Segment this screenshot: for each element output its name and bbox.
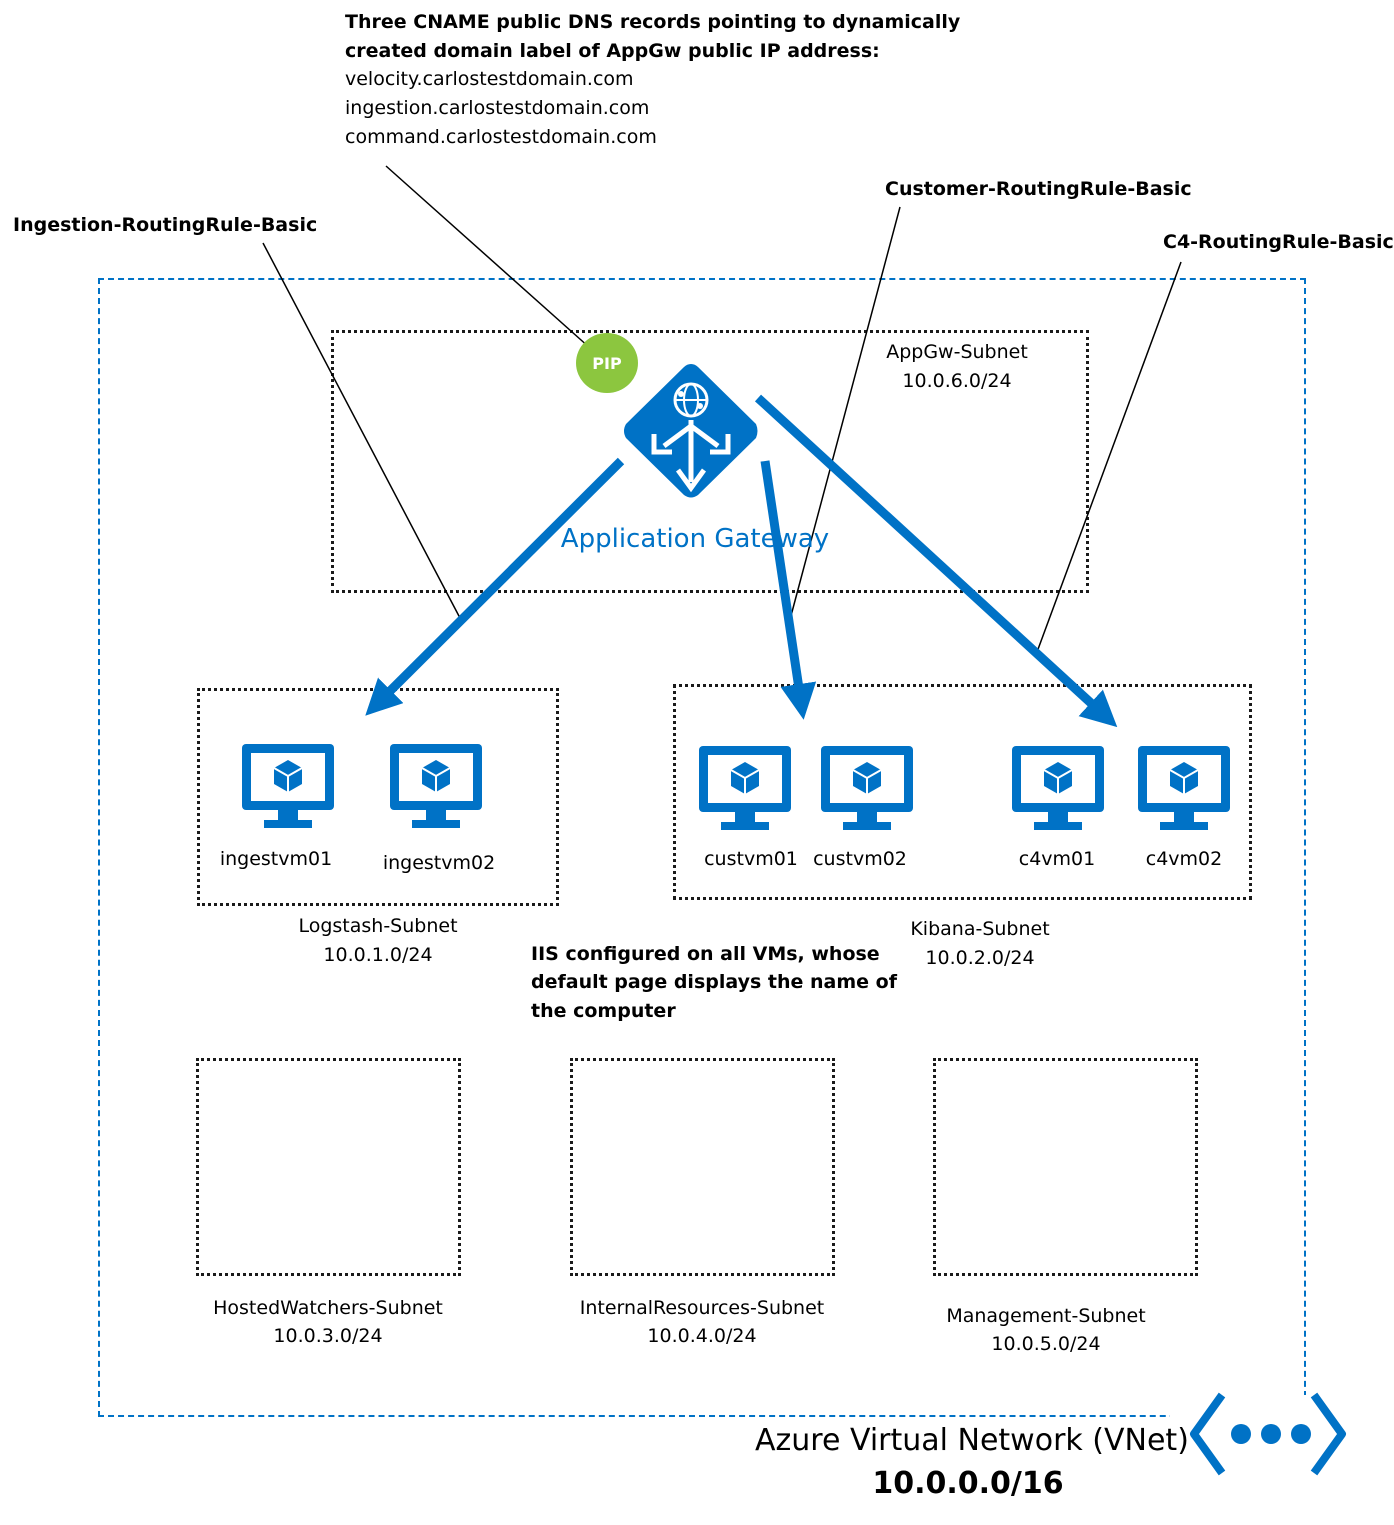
dns-record-ingestion: ingestion.carlostestdomain.com (345, 97, 650, 119)
vm-label-c4vm01: c4vm01 (1018, 848, 1096, 870)
appgw-subnet-box (331, 330, 1089, 593)
vnet-boundary (98, 278, 1306, 1417)
route-arrow-c4 (754, 394, 1118, 728)
vnet-icon (1190, 1392, 1346, 1476)
vm-label-ingestvm02: ingestvm02 (382, 852, 496, 874)
dns-note-title-line2: created domain label of AppGw public IP … (345, 40, 880, 62)
customer-rule-callout-line (787, 206, 901, 628)
customer-routing-rule-label: Customer-RoutingRule-Basic (885, 178, 1192, 200)
vnet-label-gap (1170, 1395, 1310, 1425)
vm-label-ingestvm01: ingestvm01 (219, 848, 333, 870)
application-gateway-icon (624, 364, 758, 498)
c4-routing-rule-label: C4-RoutingRule-Basic (1163, 231, 1394, 253)
pip-badge: PIP (576, 333, 638, 393)
kibana-subnet-cidr: 10.0.2.0/24 (925, 947, 1035, 969)
kibana-subnet-name: Kibana-Subnet (910, 918, 1050, 940)
dns-callout-line (385, 165, 591, 349)
internalresources-subnet-box (570, 1058, 835, 1276)
vm-monitor-icon-c4vm02 (1138, 746, 1230, 830)
hostedwatchers-subnet-cidr: 10.0.3.0/24 (273, 1325, 383, 1347)
ingestion-routing-rule-label: Ingestion-RoutingRule-Basic (13, 214, 318, 236)
vm-monitor-icon-ingestvm01 (242, 744, 334, 828)
logstash-subnet-cidr: 10.0.1.0/24 (323, 944, 433, 966)
vnet-title: Azure Virtual Network (VNet) (755, 1423, 1189, 1458)
hostedwatchers-subnet-box (196, 1058, 461, 1276)
management-subnet-name: Management-Subnet (946, 1305, 1146, 1327)
vm-label-custvm01: custvm01 (704, 848, 798, 870)
hostedwatchers-subnet-name: HostedWatchers-Subnet (213, 1297, 443, 1319)
vm-monitor-icon-custvm02 (821, 746, 913, 830)
iis-note-line3: the computer (531, 1000, 676, 1022)
ingestion-rule-callout-line (262, 242, 461, 619)
dns-record-command: command.carlostestdomain.com (345, 126, 657, 148)
c4-rule-callout-line (1036, 261, 1182, 653)
dns-note-title-line1: Three CNAME public DNS records pointing … (345, 11, 961, 33)
iis-note-line1: IIS configured on all VMs, whose (531, 943, 880, 965)
vm-monitor-icon-custvm01 (699, 746, 791, 830)
management-subnet-box (933, 1058, 1198, 1276)
appgw-subnet-cidr: 10.0.6.0/24 (902, 370, 1012, 392)
logstash-subnet-name: Logstash-Subnet (298, 915, 458, 937)
application-gateway-label: Application Gateway (560, 524, 830, 554)
route-arrow-ingestion (365, 457, 625, 716)
internalresources-subnet-cidr: 10.0.4.0/24 (647, 1325, 757, 1347)
vm-label-custvm02: custvm02 (813, 848, 907, 870)
vnet-cidr: 10.0.0.0/16 (872, 1466, 1064, 1501)
appgw-subnet-name: AppGw-Subnet (886, 341, 1028, 363)
vm-label-c4vm02: c4vm02 (1145, 848, 1223, 870)
internalresources-subnet-name: InternalResources-Subnet (579, 1297, 825, 1319)
route-arrow-customer (760, 460, 817, 720)
vm-monitor-icon-ingestvm02 (390, 744, 482, 828)
vm-monitor-icon-c4vm01 (1012, 746, 1104, 830)
kibana-subnet-box (673, 684, 1252, 900)
pip-label: PIP (592, 353, 622, 373)
iis-note-line2: default page displays the name of (531, 971, 897, 993)
dns-record-velocity: velocity.carlostestdomain.com (345, 68, 634, 90)
management-subnet-cidr: 10.0.5.0/24 (991, 1333, 1101, 1355)
